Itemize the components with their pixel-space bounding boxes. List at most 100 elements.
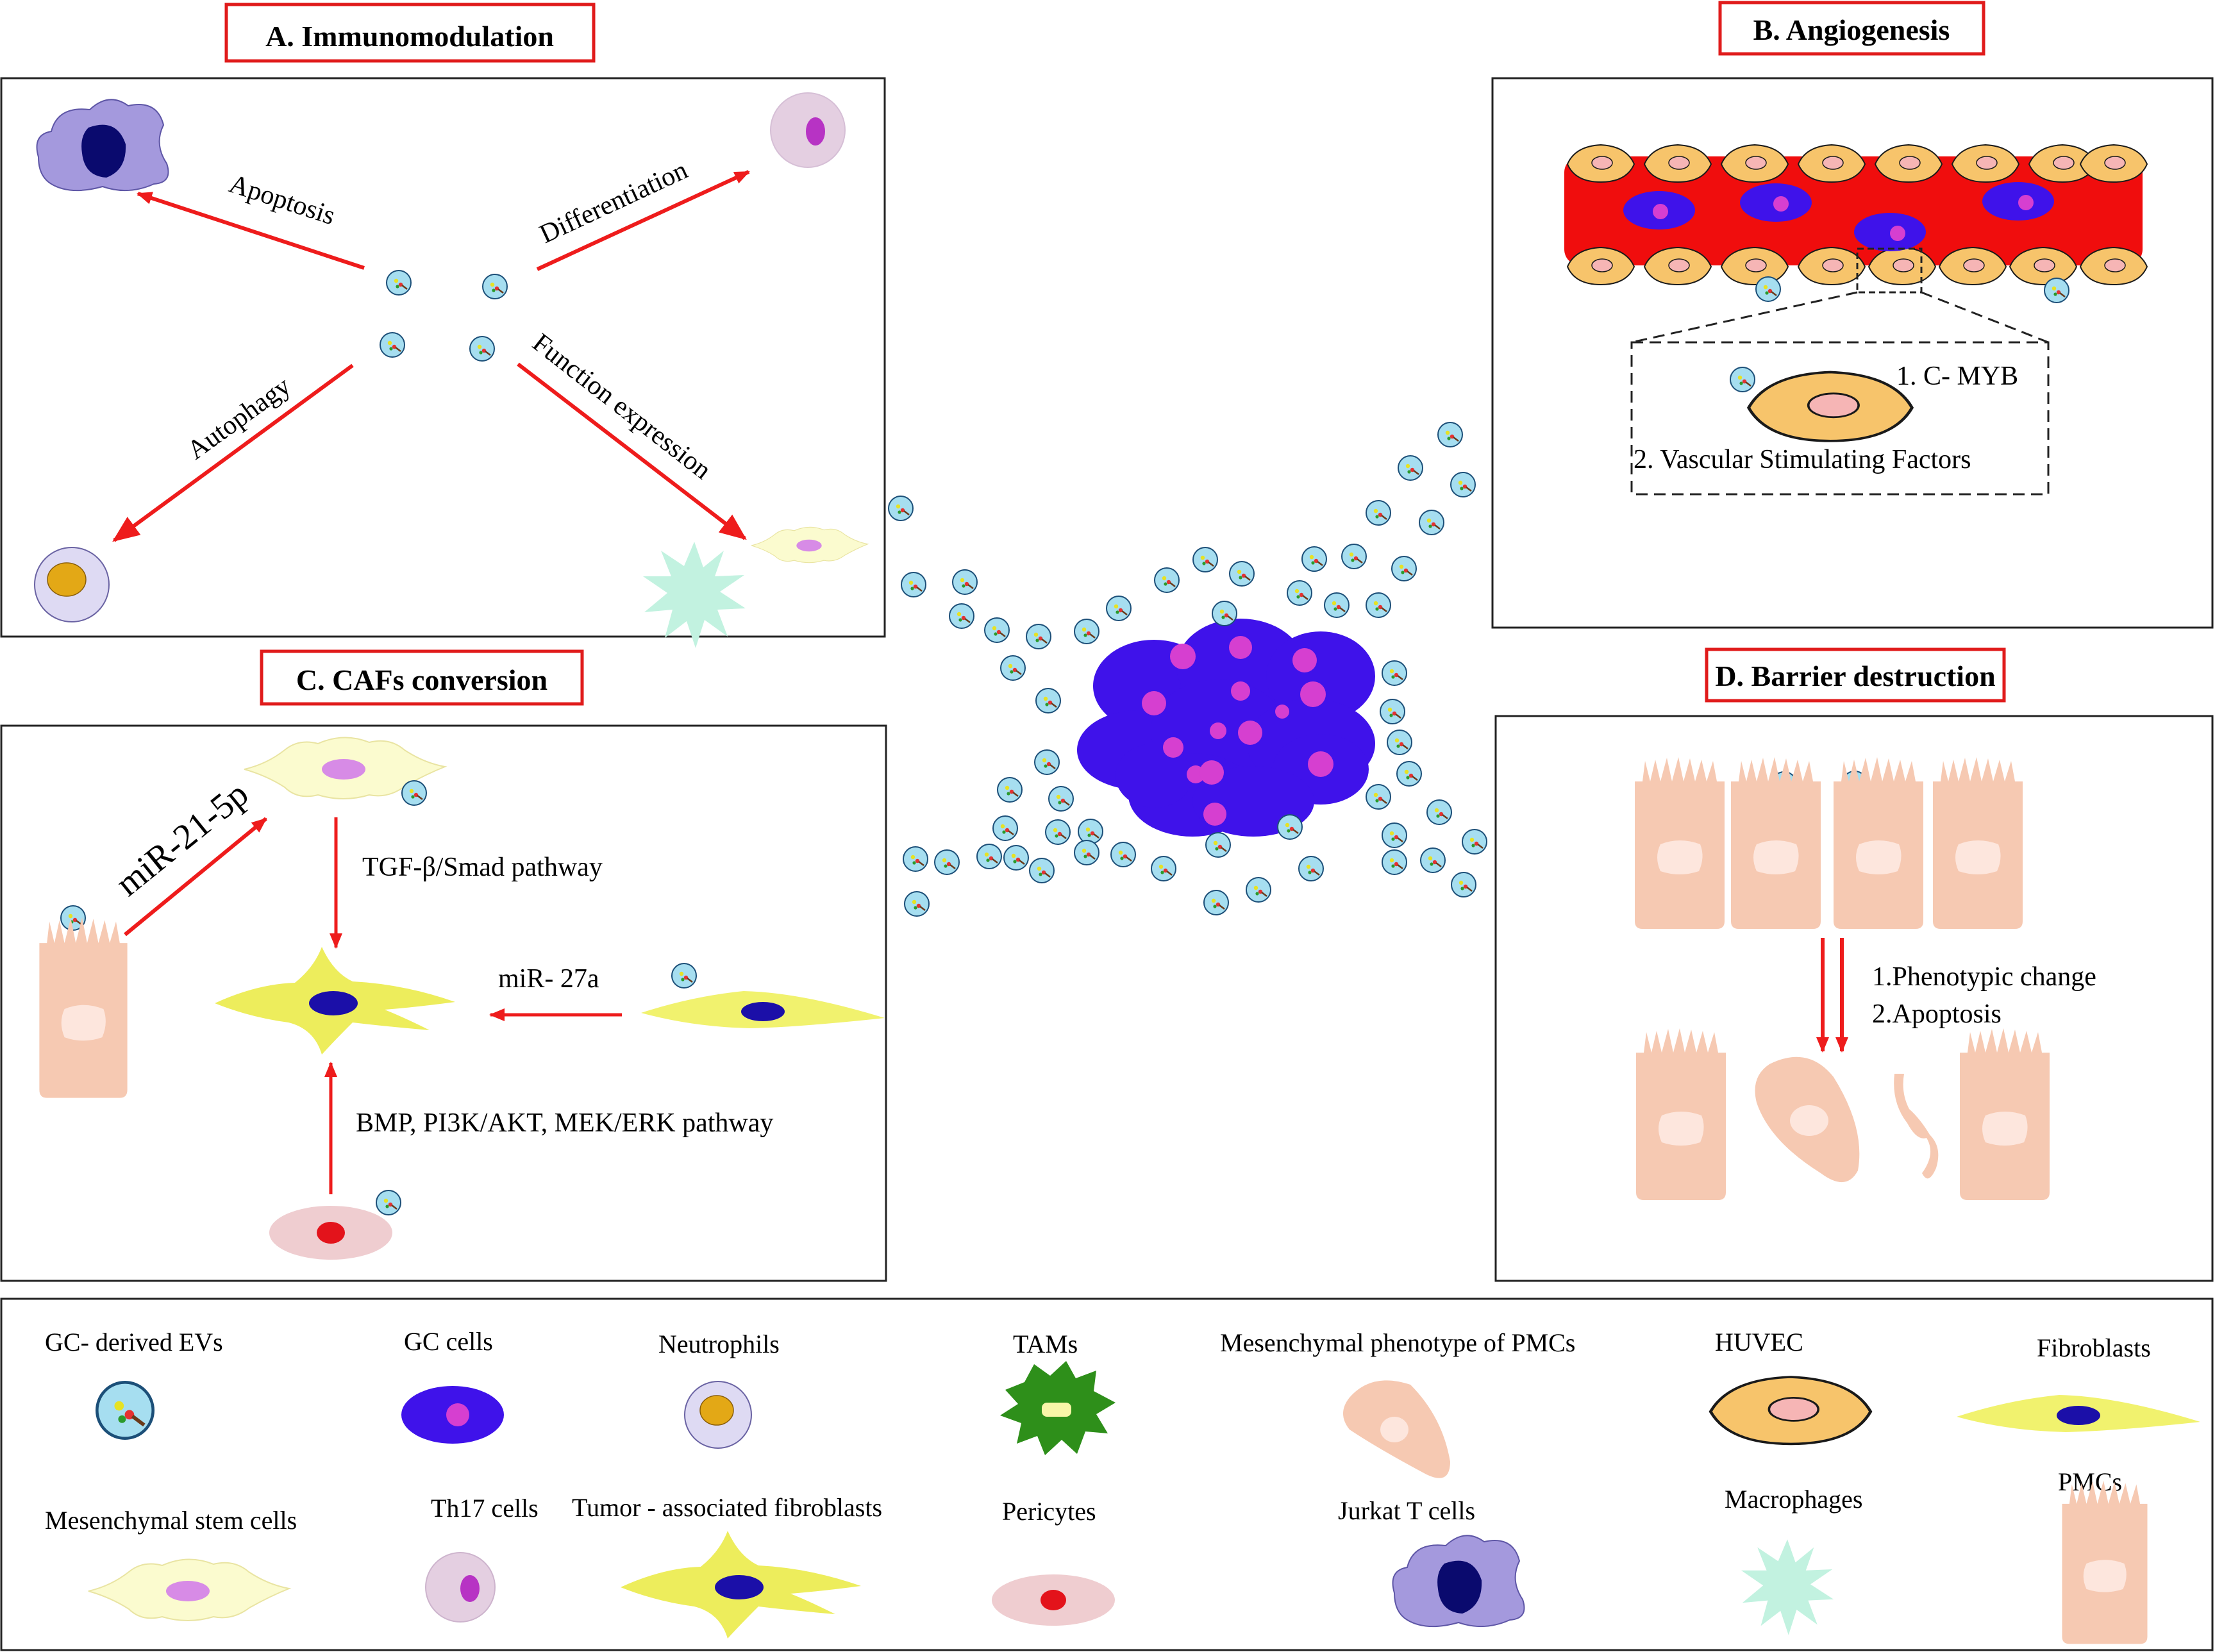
legend-fibroblast-icon [1957,1395,2200,1432]
pmc-cell [39,917,128,1098]
panel-c-content: miR-21-5p TGF-β/Smad pathway miR- 27a BM… [39,737,885,1260]
legend-msc-icon [88,1558,290,1621]
gc-cell [1623,191,1695,229]
zoom-indicator [1856,247,1923,294]
angio-item-1: 1. C- MYB [1896,362,2018,391]
msc-cell [751,526,869,563]
huvec-cell [1798,144,1866,183]
panel-a-content: Apoptosis Differentiation Autophagy Func… [34,92,869,648]
pmc-cell [1731,757,1821,929]
huvec-cell [2080,144,2148,183]
legend-mesenchymal-pmc-icon [1343,1380,1450,1478]
legend-ev-icon [97,1382,153,1438]
ev [1729,366,1756,393]
zoom-box [1630,341,2050,496]
apoptotic-pmc-cell [1894,1074,1939,1179]
legend-macrophages: Macrophages [1725,1485,1862,1514]
label-mir21: miR-21-5p [108,774,256,904]
title-b: B. Angiogenesis [1753,13,1950,46]
legend-taf-icon [621,1531,861,1639]
ev [1755,276,1782,303]
pmc-cell [1834,757,1923,929]
legend-gc-cells: GC cells [404,1327,493,1356]
title-d-box [1705,647,2006,703]
gc-cell [1982,182,2054,221]
panel-b-frame [1491,77,2214,629]
huvec-cell [1952,144,2019,183]
gc-cell [1740,183,1812,222]
ev [481,273,508,300]
legend-frame [0,1297,2214,1651]
legend-pericytes: Pericytes [1002,1497,1096,1526]
title-a-box [224,3,596,63]
ev [385,269,412,296]
huvec-cell [1875,144,1943,183]
huvec-cell [1567,144,1635,183]
arrow-differentiation [536,170,750,271]
legend-gc-cell-icon [401,1386,504,1444]
gc-cell [1854,213,1926,251]
barrier-item-2: 2.Apoptosis [1872,999,2002,1029]
ev [401,780,428,806]
ev [469,335,496,362]
panel-b-content: 1. C- MYB 2. Vascular Stimulating Factor… [1564,144,2148,496]
tumor-mass [1077,619,1375,837]
angio-item-2: 2. Vascular Stimulating Factors [1634,445,1971,474]
panel-a-frame [0,77,886,638]
jurkat-t-cell [36,99,169,192]
macrophage-cell [643,542,746,648]
legend-jurkat-icon [1392,1535,1525,1628]
legend-gc-evs: GC- derived EVs [45,1328,223,1356]
legend-huvec: HUVEC [1715,1328,1803,1356]
label-mir27: miR- 27a [498,964,599,994]
legend-tams: TAMs [1013,1330,1078,1358]
legend-neutrophils: Neutrophils [658,1330,780,1358]
legend-mesenchymal-pmc: Mesenchymal phenotype of PMCs [1220,1328,1575,1357]
legend-macrophage-icon [1741,1539,1834,1635]
legend-fibroblasts: Fibroblasts [2037,1333,2151,1362]
pmc-cell [1635,757,1725,929]
huvec-enlarged [1749,372,1912,441]
label-apoptosis: Apoptosis [226,169,339,231]
panel-d-frame [1494,715,2214,1282]
ev [671,962,698,989]
arrow-autophagy [112,363,354,542]
panel-c-frame [0,724,887,1282]
panel-d-content: 1.Phenotypic change 2.Apoptosis [1635,757,2096,1200]
pericyte-cell [269,1206,392,1260]
legend-pericyte-icon [992,1574,1115,1626]
fibroblast-cell [641,991,885,1028]
title-c: C. CAFs conversion [296,663,547,696]
legend-neutrophil-icon [684,1381,752,1449]
ev [2043,277,2070,304]
blood-vessel [1564,156,2143,265]
label-function-expression: Function expression [527,328,717,485]
legend: GC- derived EVs GC cells Neutrophils TAM… [45,1327,2200,1644]
title-a: A. Immunomodulation [265,20,554,53]
arrow-apoptosis [137,192,365,270]
pmc-cell [1636,1028,1726,1200]
huvec-cell [1721,144,1789,183]
title-c-box [260,649,584,706]
barrier-item-1: 1.Phenotypic change [1872,962,2096,992]
legend-tam-icon [1000,1361,1116,1455]
legend-msc: Mesenchymal stem cells [45,1506,297,1535]
ev [379,331,406,358]
label-bmp: BMP, PI3K/AKT, MEK/ERK pathway [356,1108,773,1138]
legend-taf: Tumor - associated fibroblasts [572,1493,882,1522]
ev [375,1189,402,1216]
pmc-cell [1933,757,2023,929]
label-tgf: TGF-β/Smad pathway [362,853,603,882]
mesenchymal-pmc-cell [1755,1056,1860,1183]
arrow-mir21 [124,817,267,937]
title-b-box [1718,1,1985,56]
legend-jurkat: Jurkat T cells [1338,1496,1475,1525]
arrow-function [517,362,747,540]
legend-pmc-icon [2062,1480,2148,1644]
huvec-cell [1644,144,1712,183]
pmc-cell [1960,1028,2050,1200]
legend-th17-icon [425,1552,496,1623]
legend-huvec-icon [1710,1377,1871,1444]
legend-th17: Th17 cells [431,1494,539,1523]
